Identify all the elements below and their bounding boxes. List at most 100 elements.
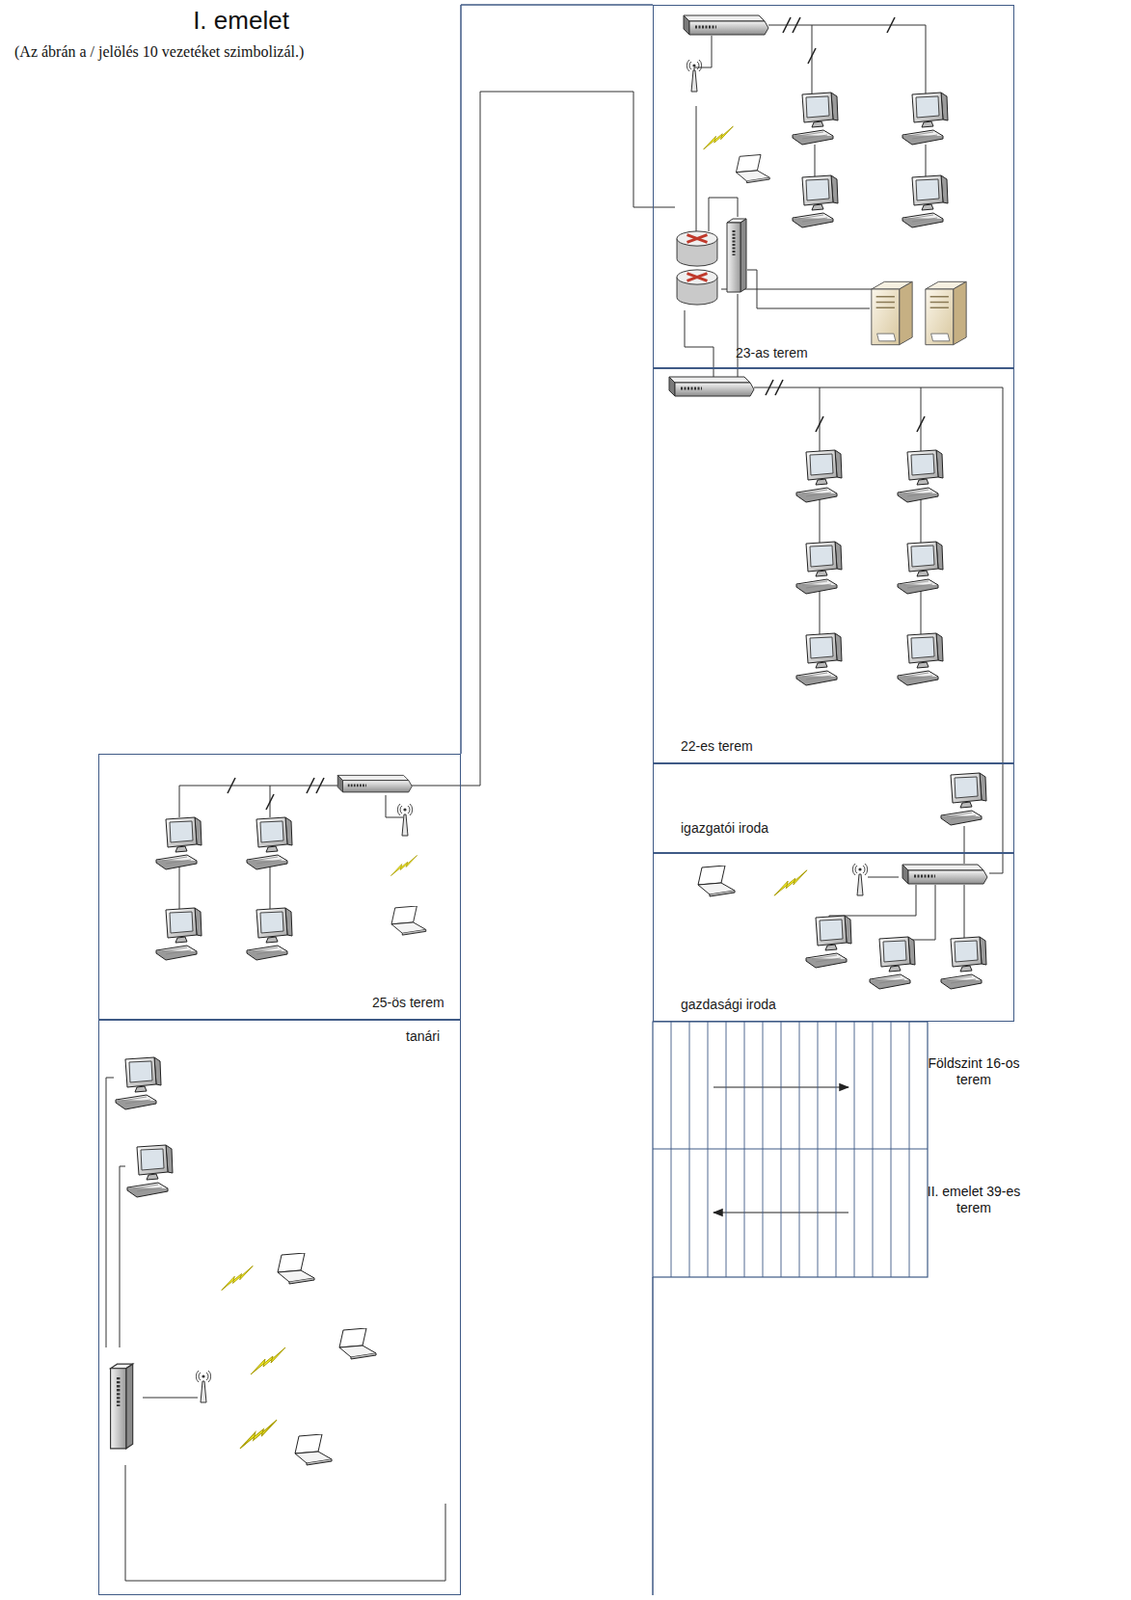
access-point-icon bbox=[397, 804, 412, 836]
router-icon bbox=[676, 269, 718, 305]
laptop-icon bbox=[735, 154, 770, 183]
stair-outline bbox=[652, 1022, 928, 1278]
devices bbox=[110, 15, 988, 1466]
pc-icon bbox=[796, 633, 842, 686]
cable-mark bbox=[227, 17, 925, 810]
laptop-icon bbox=[391, 906, 427, 936]
room-box: 23-as terem bbox=[652, 4, 1015, 369]
switch-icon bbox=[727, 218, 747, 293]
switch-icon bbox=[669, 377, 754, 397]
wall bbox=[460, 4, 653, 1596]
wireless-bolt bbox=[774, 870, 808, 896]
stair-tread bbox=[744, 1022, 746, 1278]
server-icon bbox=[925, 281, 967, 345]
laptop-icon bbox=[339, 1328, 377, 1360]
room-box: 22-es terem bbox=[652, 368, 1015, 764]
wireless-bolt bbox=[240, 1420, 277, 1450]
room-box: 25-ös terem bbox=[98, 754, 461, 1021]
pc-icon bbox=[246, 908, 293, 961]
wire bbox=[721, 269, 893, 309]
stair-tread bbox=[872, 1022, 874, 1278]
corridor-wall bbox=[460, 3, 653, 6]
room-label: 22-es terem bbox=[680, 738, 754, 755]
stair-tread bbox=[854, 1022, 856, 1278]
access-point-icon bbox=[852, 863, 867, 896]
floor-title: I. emelet bbox=[192, 5, 290, 36]
stair-tread bbox=[780, 1022, 782, 1278]
switch-icon bbox=[683, 15, 769, 35]
room-label: 23-as terem bbox=[735, 345, 808, 362]
wire bbox=[964, 826, 966, 864]
cable-mark bbox=[782, 17, 801, 33]
pc-icon bbox=[869, 937, 916, 990]
switch-icon bbox=[110, 1364, 134, 1450]
wire bbox=[684, 294, 738, 379]
cable-mark bbox=[887, 17, 895, 33]
corridor-wall bbox=[459, 4, 462, 754]
stair-tread bbox=[689, 1022, 691, 1278]
server-icon bbox=[871, 281, 913, 345]
pc-icon bbox=[796, 450, 842, 503]
access-point-icon bbox=[195, 1371, 211, 1403]
access-point-icon bbox=[686, 59, 701, 92]
wireless-bolt bbox=[250, 1347, 286, 1375]
pc-icon bbox=[115, 1057, 162, 1110]
wireless-bolt bbox=[221, 1265, 253, 1291]
wire bbox=[696, 106, 698, 232]
wire bbox=[179, 785, 338, 818]
stair-divider bbox=[652, 1148, 928, 1150]
room-box: tanári bbox=[98, 1020, 461, 1596]
pc-icon bbox=[796, 541, 842, 594]
pc-icon bbox=[156, 908, 202, 961]
laptop-icon bbox=[698, 865, 735, 897]
pc-icon bbox=[792, 175, 838, 228]
stair-tread bbox=[817, 1022, 819, 1278]
room-box: igazgatói iroda bbox=[652, 763, 1015, 854]
legend-note: (Az ábrán a / jelölés 10 vezetéket szimb… bbox=[14, 42, 333, 61]
room-label: 25-ös terem bbox=[372, 995, 445, 1012]
wire bbox=[125, 1398, 446, 1582]
cabling bbox=[106, 25, 1003, 1582]
cable-mark bbox=[306, 778, 324, 794]
stair-tread bbox=[671, 1022, 673, 1278]
cable-mark bbox=[227, 778, 236, 794]
stair-destination: Földszint 16-os terem bbox=[920, 1055, 1027, 1089]
backbone-wire bbox=[409, 91, 675, 786]
wireless-bolt bbox=[703, 126, 734, 150]
room-label: igazgatói iroda bbox=[680, 820, 769, 837]
room-label: gazdasági iroda bbox=[680, 996, 777, 1014]
wireless-bolt bbox=[391, 856, 418, 877]
wire bbox=[814, 144, 926, 179]
wire bbox=[179, 795, 404, 910]
pc-icon bbox=[897, 450, 943, 503]
pc-icon bbox=[941, 773, 987, 826]
pc-icon bbox=[902, 92, 948, 145]
cable-mark bbox=[815, 416, 925, 432]
pc-icon bbox=[902, 175, 948, 228]
wire bbox=[106, 1077, 126, 1348]
pc-icon bbox=[792, 92, 838, 145]
wire bbox=[754, 387, 1003, 874]
stair-tread bbox=[726, 1022, 728, 1278]
cable-mark bbox=[807, 48, 816, 64]
stair-tread bbox=[835, 1022, 837, 1278]
room-box: gazdasági iroda bbox=[652, 853, 1015, 1023]
pc-icon bbox=[156, 817, 202, 870]
cable-mark bbox=[765, 379, 783, 396]
pc-icon bbox=[941, 937, 987, 990]
laptop-icon bbox=[277, 1253, 315, 1285]
stair-tread bbox=[707, 1022, 709, 1278]
pc-icon bbox=[897, 541, 943, 594]
laptop-icon bbox=[295, 1434, 332, 1466]
stair-tread bbox=[799, 1022, 801, 1278]
router-icon bbox=[676, 231, 718, 267]
corridor-wall bbox=[651, 1277, 654, 1596]
pc-icon bbox=[246, 817, 293, 870]
cable-mark bbox=[266, 794, 274, 810]
wire bbox=[768, 25, 926, 97]
switch-icon bbox=[337, 775, 412, 793]
stair-destination: II. emelet 39-es terem bbox=[920, 1184, 1027, 1217]
pc-icon bbox=[897, 633, 943, 686]
switch-icon bbox=[902, 864, 988, 885]
